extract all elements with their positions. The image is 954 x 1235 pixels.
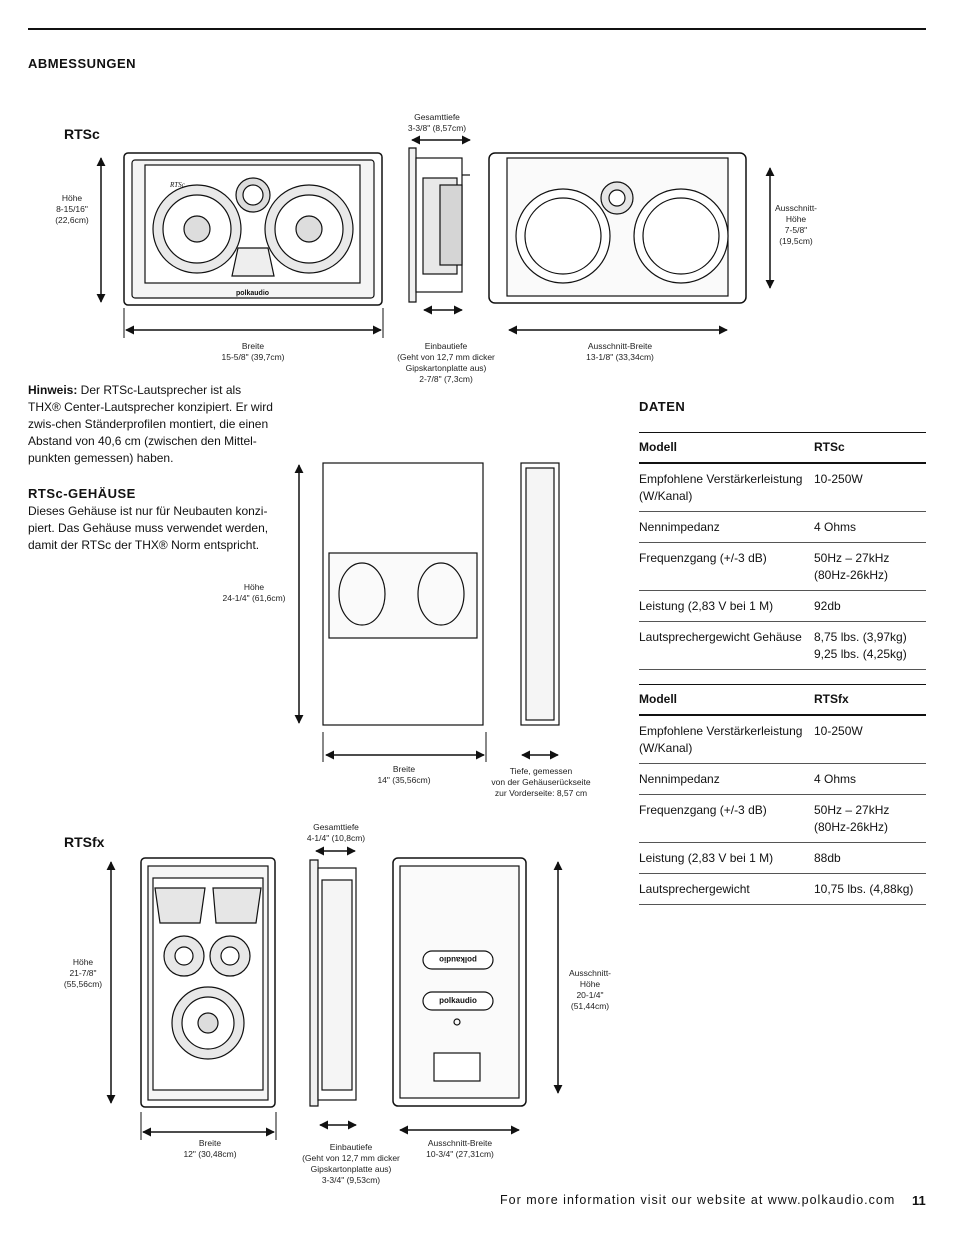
table-row: Leistung (2,83 V bei 1 M)92db: [639, 590, 926, 622]
rtsc-back-drawing: [488, 152, 747, 304]
rtsc-front-logo: RTSc: [170, 181, 185, 189]
table-row: Leistung (2,83 V bei 1 M)88db: [639, 842, 926, 874]
rtsc-front-drawing: [123, 152, 383, 306]
spec-key: Nennimpedanz: [639, 763, 814, 795]
rtsfx-front-drawing: [140, 857, 276, 1108]
table-row: Frequenzgang (+/-3 dB)50Hz – 27kHz (80Hz…: [639, 542, 926, 591]
rtsc-model-label: RTSc: [64, 126, 100, 142]
rtsfx-back-logo-inverted: polkaudio: [439, 955, 477, 964]
daten-title: DATEN: [639, 399, 686, 414]
spec-value: 4 Ohms: [814, 511, 926, 543]
spec-value: 50Hz – 27kHz (80Hz-26kHz): [814, 542, 926, 591]
spec-key: Leistung (2,83 V bei 1 M): [639, 842, 814, 874]
spec-key: Leistung (2,83 V bei 1 M): [639, 590, 814, 622]
rtsc-install-depth-label: Einbautiefe (Geht von 12,7 mm dicker Gip…: [397, 341, 495, 384]
rtsc-cutout-width-label: Ausschnitt-Breite 13-1/8" (33,34cm): [586, 341, 654, 362]
rtsc-height-label: Höhe 8-15/16" (22,6cm): [55, 193, 89, 225]
rtsc-width-label: Breite 15-5/8" (39,7cm): [221, 341, 285, 362]
spec-value: 8,75 lbs. (3,97kg) 9,25 lbs. (4,25kg): [814, 621, 926, 670]
enclosure-front-drawing: [322, 462, 484, 726]
rtsfx-back-drawing: [392, 857, 527, 1107]
spec-value: 10-250W: [814, 715, 926, 764]
spec-value: 50Hz – 27kHz (80Hz-26kHz): [814, 794, 926, 843]
rtsfx-back-logo: polkaudio: [439, 996, 477, 1005]
rtsfx-install-depth-label: Einbautiefe (Geht von 12,7 mm dicker Gip…: [302, 1142, 400, 1185]
spec-key: Lautsprechergewicht: [639, 873, 814, 905]
header-value: RTSfx: [814, 684, 926, 716]
spec-value: 4 Ohms: [814, 763, 926, 795]
enclosure-width-label: Breite 14" (35,56cm): [377, 764, 431, 785]
rtsfx-width-label: Breite 12" (30,48cm): [183, 1138, 237, 1159]
table-header-row: Modell RTSfx: [639, 684, 926, 716]
rtsfx-total-depth-label: Gesamttiefe 4-1/4" (10,8cm): [306, 822, 366, 843]
rtsfx-cutout-width-label: Ausschnitt-Breite 10-3/4" (27,31cm): [426, 1138, 494, 1159]
enclosure-depth-label: Tiefe, gemessen von der Gehäuserückseite…: [491, 766, 591, 798]
rtsc-brand-logo: polkaudio: [236, 290, 270, 297]
table-row: Empfohlene Verstärkerleistung (W/Kanal)1…: [639, 463, 926, 512]
hinweis-text: Der RTSc-Lautsprecher ist als THX® Cente…: [28, 383, 273, 465]
table-row: Empfohlene Verstärkerleistung (W/Kanal)1…: [639, 715, 926, 764]
spec-value: 92db: [814, 590, 926, 622]
rtsc-total-depth-label: Gesamttiefe 3-3/8" (8,57cm): [407, 112, 467, 133]
header-model: Modell: [639, 432, 814, 464]
spec-value: 10-250W: [814, 463, 926, 512]
section-title: ABMESSUNGEN: [28, 56, 137, 71]
rtsc-cutout-height-label: Ausschnitt- Höhe 7-5/8" (19,5cm): [774, 203, 818, 246]
hinweis-note: Hinweis: Der RTSc-Lautsprecher ist als T…: [28, 382, 273, 467]
page-number: 11: [912, 1193, 926, 1208]
table-row: Frequenzgang (+/-3 dB)50Hz – 27kHz (80Hz…: [639, 794, 926, 843]
rtsc-side-drawing: [408, 147, 470, 303]
spec-key: Nennimpedanz: [639, 511, 814, 543]
spec-table-rtsfx: Modell RTSfx Empfohlene Verstärkerleistu…: [639, 684, 926, 905]
spec-key: Frequenzgang (+/-3 dB): [639, 542, 814, 591]
gehaeuse-title: RTSc-GEHÄUSE: [28, 486, 136, 501]
hinweis-lead: Hinweis:: [28, 383, 78, 397]
spec-value: 88db: [814, 842, 926, 874]
rtsfx-height-label: Höhe 21-7/8" (55,56cm): [63, 957, 103, 989]
spec-table-rtsc: Modell RTSc Empfohlene Verstärkerleistun…: [639, 432, 926, 670]
header-model: Modell: [639, 684, 814, 716]
table-header-row: Modell RTSc: [639, 432, 926, 464]
spec-key: Frequenzgang (+/-3 dB): [639, 794, 814, 843]
spec-key: Empfohlene Verstärkerleistung (W/Kanal): [639, 463, 814, 512]
enclosure-height-label: Höhe 24-1/4" (61,6cm): [222, 582, 286, 603]
gehaeuse-text: Dieses Gehäuse ist nur für Neubauten kon…: [28, 504, 269, 552]
enclosure-side-drawing: [520, 462, 560, 726]
header-value: RTSc: [814, 432, 926, 464]
top-rule: [28, 28, 926, 30]
spec-key: Empfohlene Verstärkerleistung (W/Kanal): [639, 715, 814, 764]
rtsfx-model-label: RTSfx: [64, 834, 105, 850]
rtsfx-cutout-height-label: Ausschnitt- Höhe 20-1/4" (51,44cm): [568, 968, 612, 1011]
footer-text: For more information visit our website a…: [500, 1193, 896, 1207]
spec-key: Lautsprechergewicht Gehäuse: [639, 621, 814, 670]
rtsfx-side-drawing: [309, 859, 357, 1107]
spec-value: 10,75 lbs. (4,88kg): [814, 873, 926, 905]
